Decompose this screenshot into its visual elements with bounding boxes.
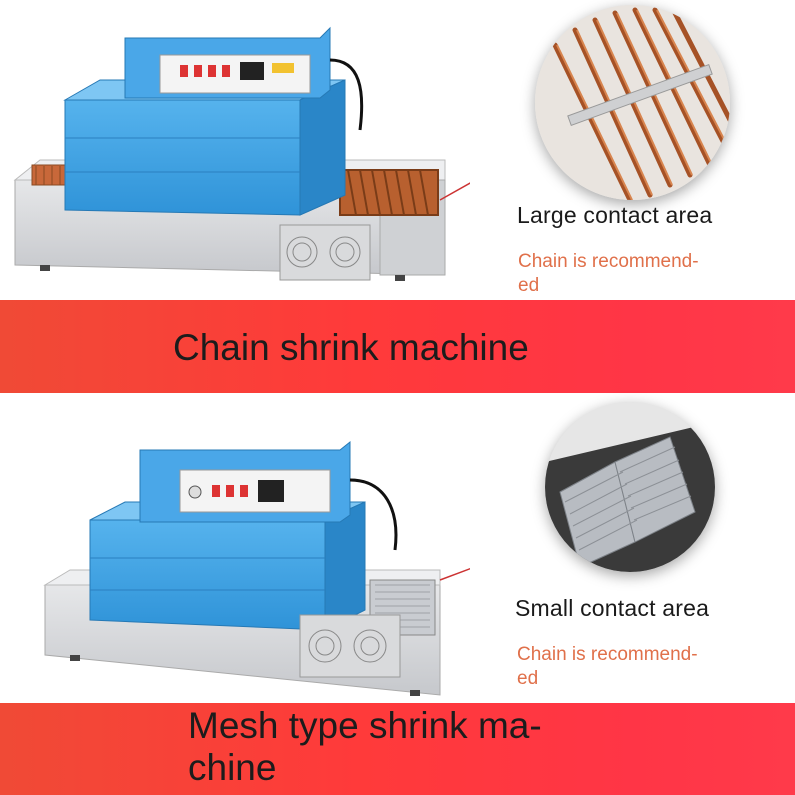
mesh-recommend-note: Chain is recommend- ed: [517, 643, 757, 691]
note-line: Chain is recommend-: [518, 251, 699, 272]
note-line: Chain is recommend-: [517, 644, 698, 665]
chain-recommend-note: Chain is recommend- ed: [518, 250, 758, 298]
mesh-feature-caption: Small contact area: [515, 595, 710, 621]
mesh-conveyor-zoom: [545, 402, 715, 572]
title-line: Mesh type shrink ma-: [188, 705, 542, 746]
fan-vent-icon: [286, 236, 361, 268]
note-line: ed: [518, 275, 540, 296]
chain-machine-title: Chain shrink machine: [173, 327, 529, 368]
chain-title-band: Chain shrink machine: [0, 300, 795, 393]
chain-feature-caption: Large contact area: [517, 202, 713, 228]
mesh-title-band: Mesh type shrink ma- chine: [0, 703, 795, 795]
fan-vent-icon: [308, 629, 387, 663]
mesh-machine-title: Mesh type shrink ma- chine: [188, 705, 542, 789]
mesh-shrink-machine-image: [43, 440, 470, 696]
chain-shrink-machine-image: [13, 26, 470, 281]
note-line: ed: [517, 668, 539, 689]
title-line: chine: [188, 747, 277, 788]
chain-conveyor-zoom: [535, 5, 730, 200]
